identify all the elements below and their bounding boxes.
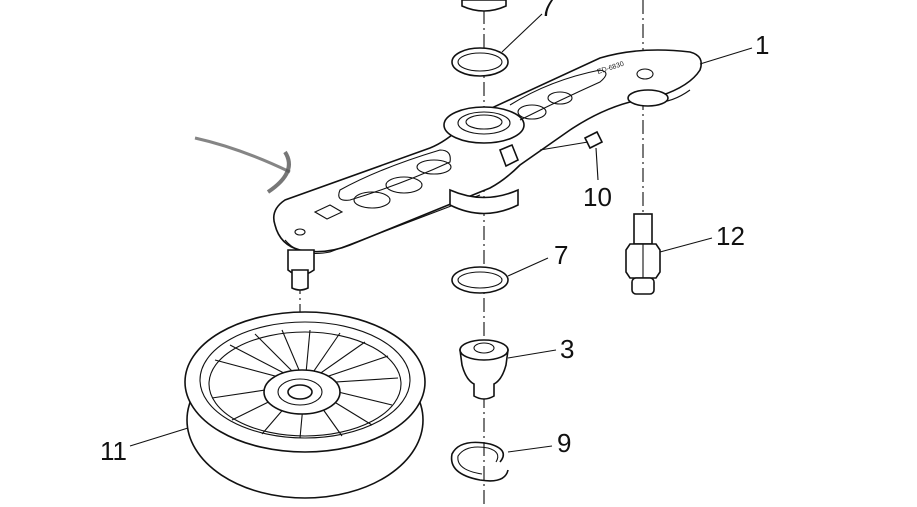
hand-drawn-arrow-icon — [194, 136, 291, 194]
o-ring-mid-part — [451, 266, 509, 294]
callout-3: 3 — [560, 334, 574, 364]
snap-ring-part — [450, 441, 509, 482]
callout-9: 9 — [557, 428, 571, 458]
shoulder-bolt-part — [625, 213, 661, 295]
idler-arm-part: ED-6830 — [272, 49, 703, 255]
callout-7-top: 7 — [540, 0, 554, 22]
callout-1: 1 — [755, 30, 769, 60]
o-ring-top-part — [451, 47, 509, 77]
grease-fitting-part — [539, 130, 604, 151]
callout-11: 11 — [100, 436, 127, 466]
callout-7-mid: 7 — [554, 240, 568, 270]
bushing-part — [459, 339, 509, 400]
callout-10: 10 — [583, 182, 612, 212]
callout-12: 12 — [716, 221, 745, 251]
arm-pulley-stud-part — [287, 249, 315, 291]
top-bushing-part — [461, 0, 507, 12]
leader-lines — [129, 13, 753, 453]
idler-pulley-part — [184, 311, 426, 499]
